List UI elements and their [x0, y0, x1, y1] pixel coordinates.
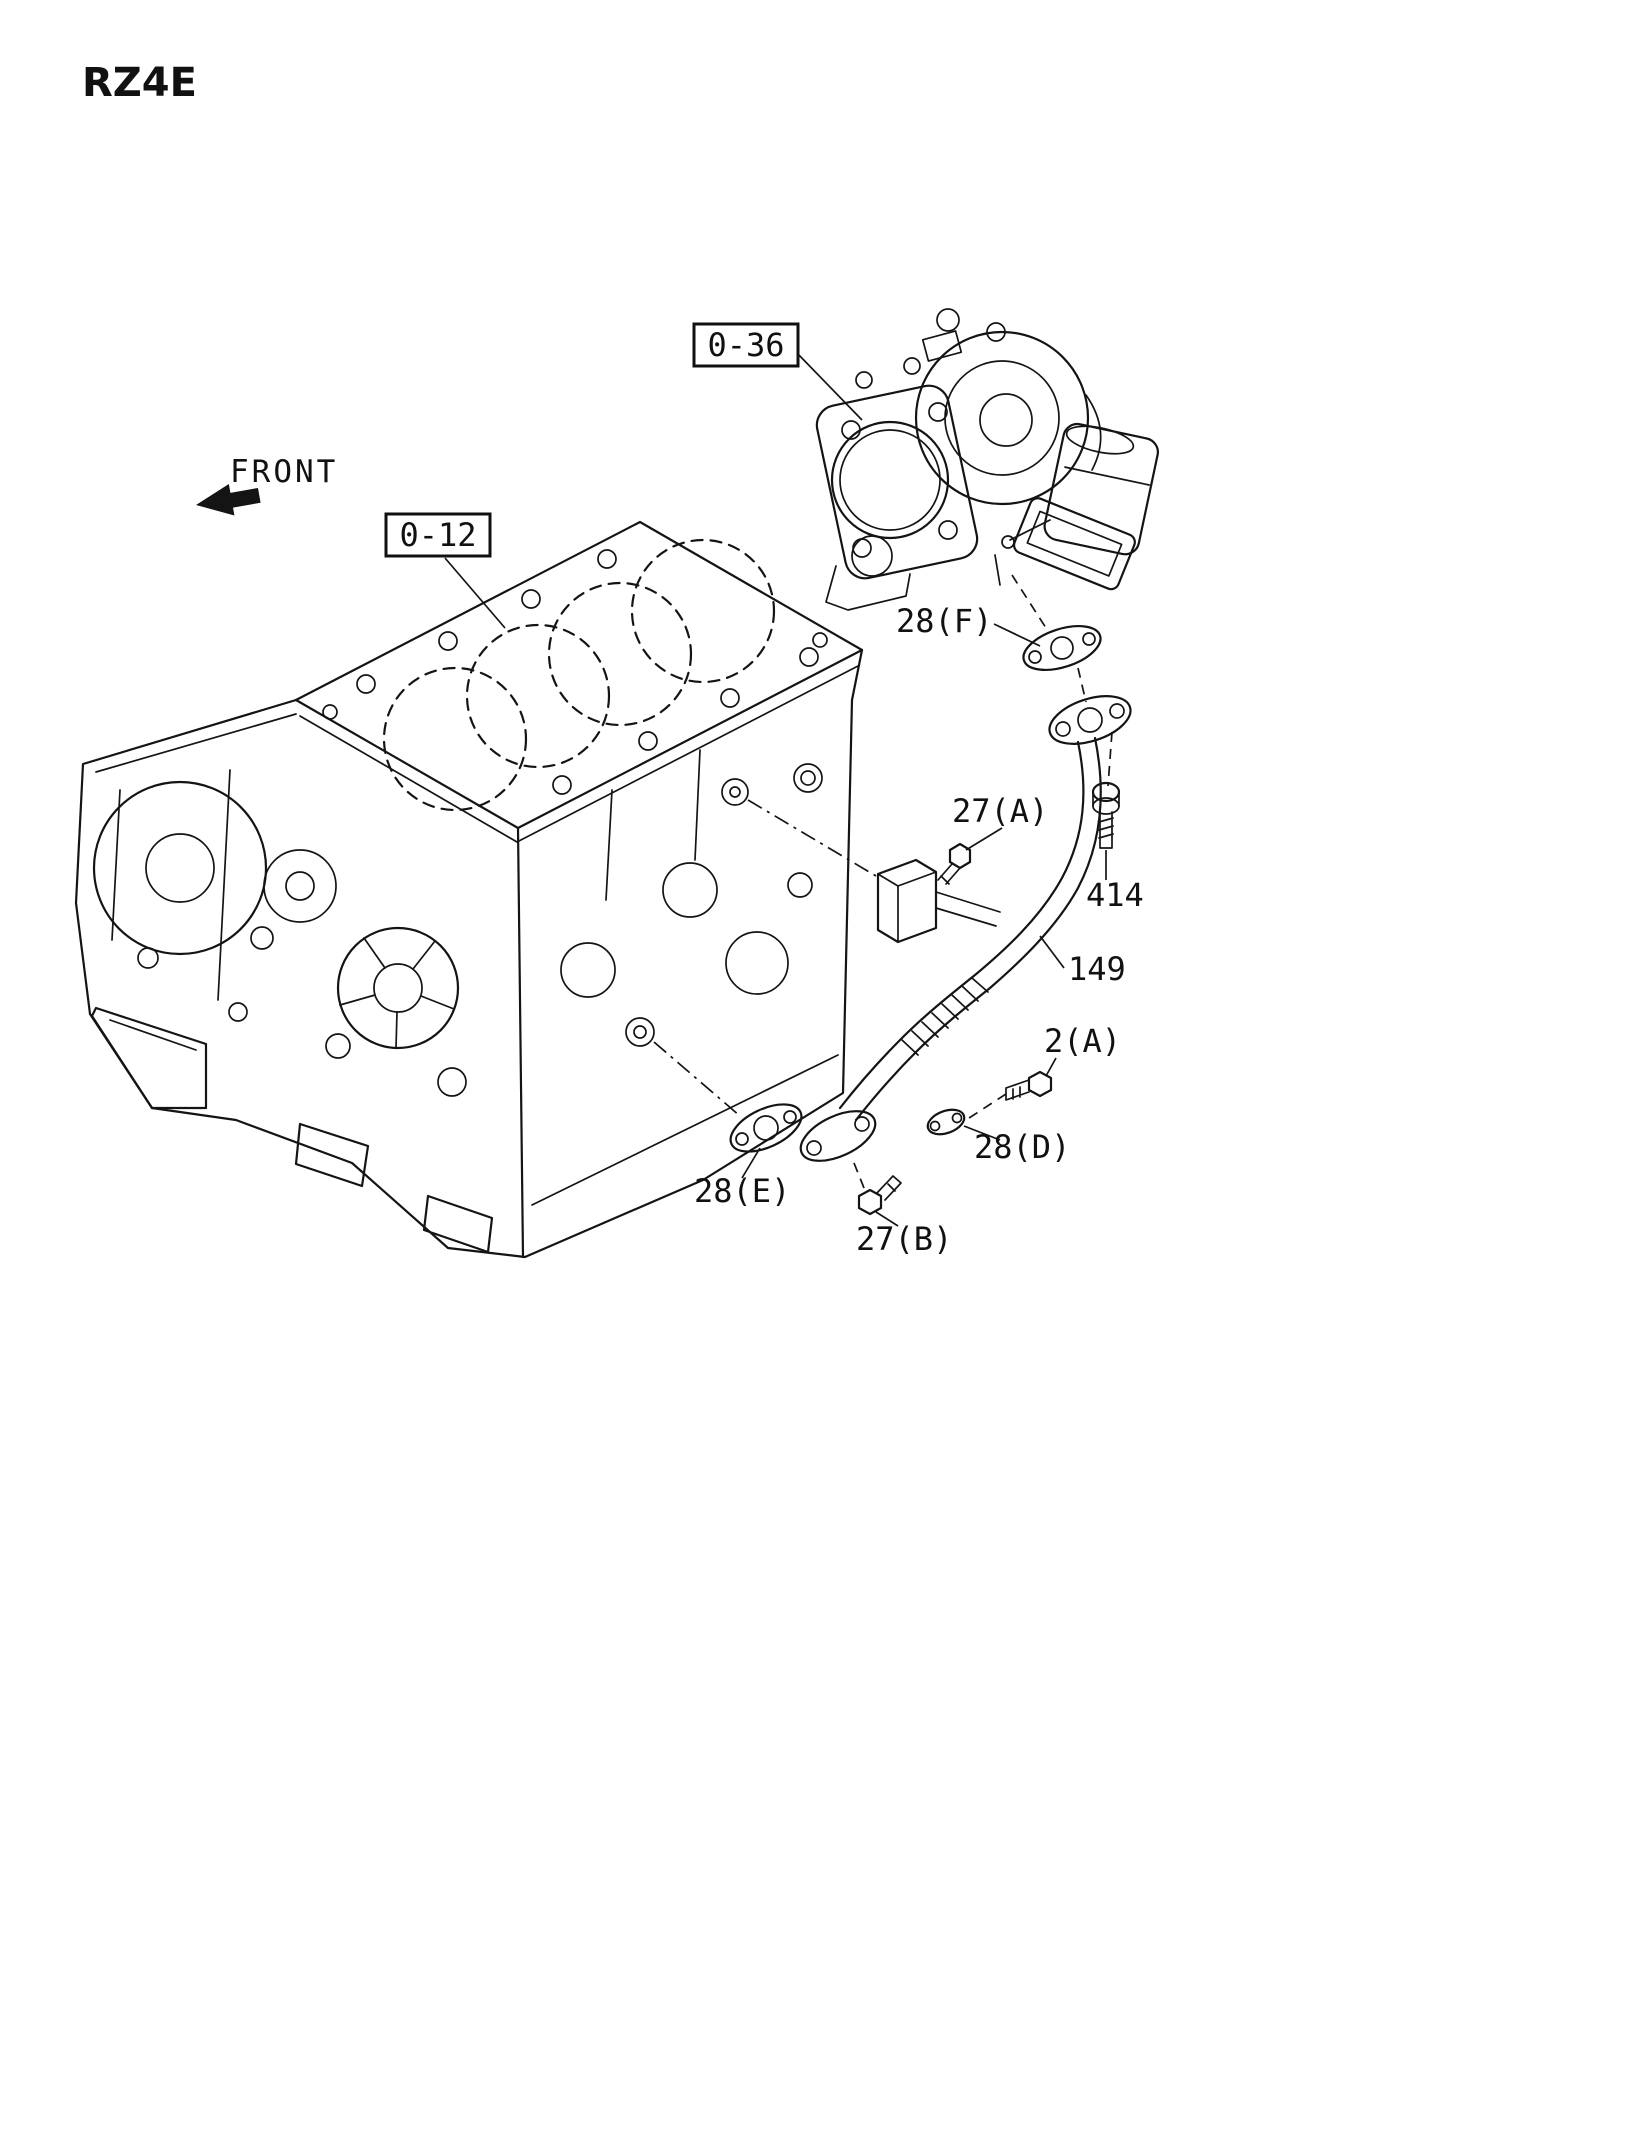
- bolt-27B: [857, 1175, 902, 1216]
- model-code-label: RZ4E: [82, 60, 197, 106]
- callout-28E[interactable]: 28(E): [694, 1172, 790, 1210]
- front-label: FRONT: [230, 454, 338, 490]
- callout-leader-lines: [444, 351, 1107, 1227]
- ref-box-0-12-label[interactable]: 0-12: [399, 516, 476, 554]
- turbocharger-illustration: [815, 308, 1159, 611]
- callout-27A[interactable]: 27(A): [952, 792, 1048, 830]
- callout-28F[interactable]: 28(F): [896, 602, 992, 640]
- callout-2A[interactable]: 2(A): [1044, 1022, 1121, 1060]
- bolt-414: [1091, 781, 1121, 849]
- engine-block-illustration: [74, 520, 864, 1259]
- front-indicator: FRONT: [196, 454, 338, 516]
- assembly-dash-lines: [653, 574, 1113, 1189]
- callout-27B[interactable]: 27(B): [856, 1220, 952, 1258]
- callout-28D[interactable]: 28(D): [974, 1128, 1070, 1166]
- callout-414[interactable]: 414: [1086, 876, 1144, 914]
- ref-box-0-36[interactable]: 0-36: [692, 322, 800, 368]
- ref-box-0-12[interactable]: 0-12: [384, 512, 492, 558]
- bolt-2A: [1005, 1070, 1053, 1101]
- ref-box-0-36-label[interactable]: 0-36: [707, 326, 784, 364]
- front-arrow-icon: [196, 483, 261, 516]
- callout-149[interactable]: 149: [1068, 950, 1126, 988]
- oil-pipe-illustration: [729, 625, 1132, 1216]
- bolt-27A: [937, 842, 972, 885]
